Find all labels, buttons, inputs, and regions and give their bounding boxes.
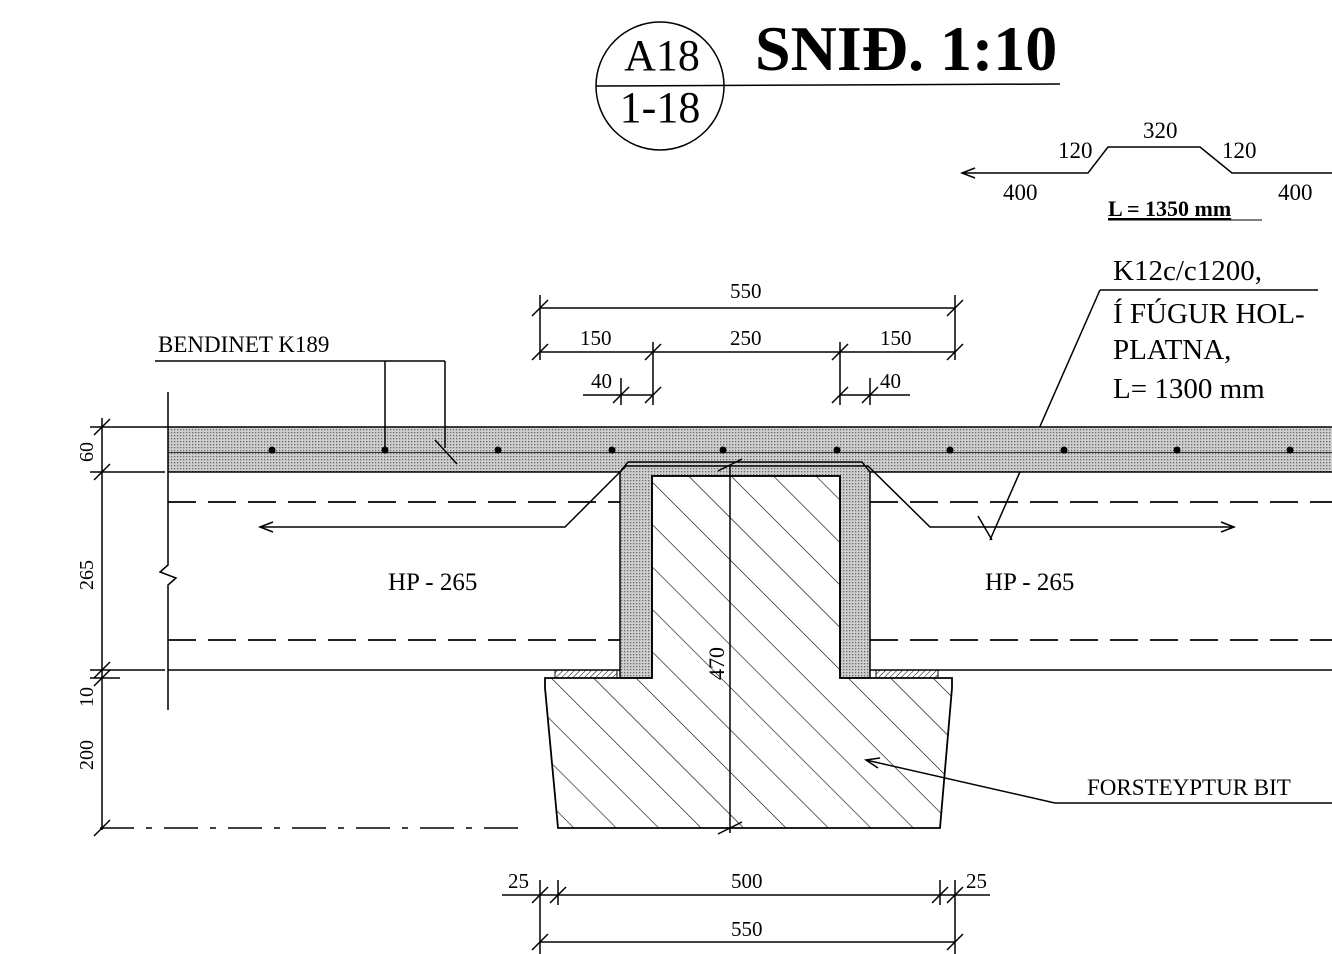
dim-cover-left: 40	[591, 369, 612, 393]
bar-seg-left: 400	[1003, 180, 1038, 205]
bar-rise-left: 120	[1058, 138, 1093, 163]
rebar-note: K12c/c1200, Í FÚGUR HOL- PLATNA, L= 1300…	[977, 255, 1318, 541]
bearing-left	[554, 669, 618, 679]
precast-beam	[544, 475, 953, 829]
dim-top-total: 550	[730, 279, 762, 303]
dim-v-slab: 265	[76, 560, 98, 590]
rebar-note-line2: Í FÚGUR HOL-	[1113, 297, 1305, 330]
dim-v-bearing: 10	[76, 687, 98, 707]
topping-slab	[168, 427, 1332, 453]
dim-cover-right: 40	[880, 369, 901, 393]
dim-top-right: 150	[880, 326, 912, 350]
mesh-label: BENDINET K189	[158, 332, 329, 357]
bar-length: L = 1350 mm	[1108, 196, 1231, 221]
dim-v-topping: 60	[76, 442, 98, 462]
dim-bot-total: 550	[731, 917, 763, 941]
bar-rise-right: 120	[1222, 138, 1257, 163]
structure: 470 HP - 265 HP - 265	[100, 392, 1332, 835]
rebar-note-line3: PLATNA,	[1113, 334, 1231, 366]
drawing-title: SNIÐ. 1:10	[755, 13, 1057, 84]
dim-bot-right: 25	[966, 869, 987, 893]
dim-bot-mid: 500	[731, 869, 763, 893]
bearing-right	[875, 669, 939, 679]
beam-label-group: FORSTEYPTUR BIT	[863, 757, 1332, 804]
beam-label: FORSTEYPTUR BIT	[1087, 775, 1291, 800]
detail-marker-divider	[595, 83, 1061, 87]
title-block: A18 1-18 SNIÐ. 1:10	[595, 13, 1061, 151]
dim-top-left: 150	[580, 326, 612, 350]
dim-top-mid: 250	[730, 326, 762, 350]
bar-shape-diagram: 400 120 320 120 400 L = 1350 mm	[959, 118, 1332, 221]
sheet-ref: A18	[624, 31, 700, 80]
bottom-dimensions: 25 500 25 550	[502, 869, 990, 954]
bar-top: 320	[1143, 118, 1178, 143]
rebar-note-line4: L= 1300 mm	[1113, 373, 1265, 405]
top-dimensions: 550 150 250 150 40 40	[531, 279, 964, 405]
mesh-bars	[268, 446, 1294, 454]
u-bar	[260, 465, 1234, 528]
bar-seg-right: 400	[1278, 180, 1313, 205]
mesh-label-group: BENDINET K189	[155, 332, 458, 465]
rebar-note-line1: K12c/c1200,	[1113, 255, 1262, 287]
rebar-leader	[989, 289, 1101, 541]
detail-ref: 1-18	[620, 83, 701, 132]
slab-left-label: HP - 265	[388, 569, 477, 596]
vertical-dimensions: 60 265 10 200	[76, 418, 168, 837]
slab-right-label: HP - 265	[985, 569, 1074, 596]
dim-beam-height: 470	[704, 647, 729, 680]
dim-v-beam: 200	[76, 740, 98, 770]
dim-bot-left: 25	[508, 869, 529, 893]
